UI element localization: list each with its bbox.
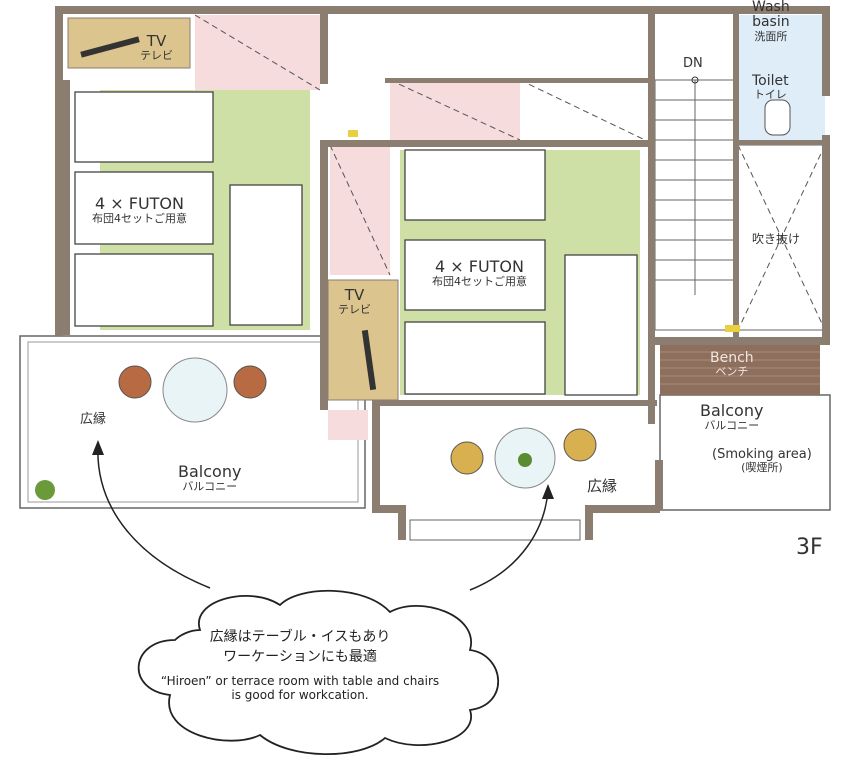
tv-top-icon	[80, 36, 140, 58]
bench	[660, 345, 820, 395]
round-table-left	[162, 357, 228, 423]
chair-icon	[118, 365, 152, 399]
floor-label: 3F	[796, 535, 823, 560]
arrow-right	[469, 489, 549, 591]
tv-mid-icon	[361, 329, 377, 391]
futons	[74, 91, 638, 396]
chair-icon	[450, 441, 484, 475]
callout-text: 広縁はテーブル・イスもあり ワーケーションにも最適 “Hiroen” or te…	[160, 629, 440, 702]
window	[409, 519, 581, 541]
tv-cabinet-mid	[327, 279, 399, 401]
staircase	[654, 76, 736, 331]
walls	[55, 6, 830, 540]
hiroen-left-label: 広縁	[80, 412, 107, 427]
void-label: 吹き抜け	[752, 232, 801, 246]
chair-icon	[563, 428, 597, 462]
right-balcony-area	[659, 394, 831, 511]
chair-icon	[233, 365, 267, 399]
toilet-icon	[764, 99, 791, 136]
plant-icon	[35, 480, 55, 500]
hiroen-right-label: 広縁	[587, 477, 618, 495]
smoking-area-label: (Smoking area)(喫煙所)	[712, 447, 812, 475]
stairs-down-label: DN	[683, 56, 703, 71]
callout-cloud	[137, 589, 500, 756]
plant-icon	[518, 453, 532, 467]
arrow-left	[97, 444, 211, 589]
